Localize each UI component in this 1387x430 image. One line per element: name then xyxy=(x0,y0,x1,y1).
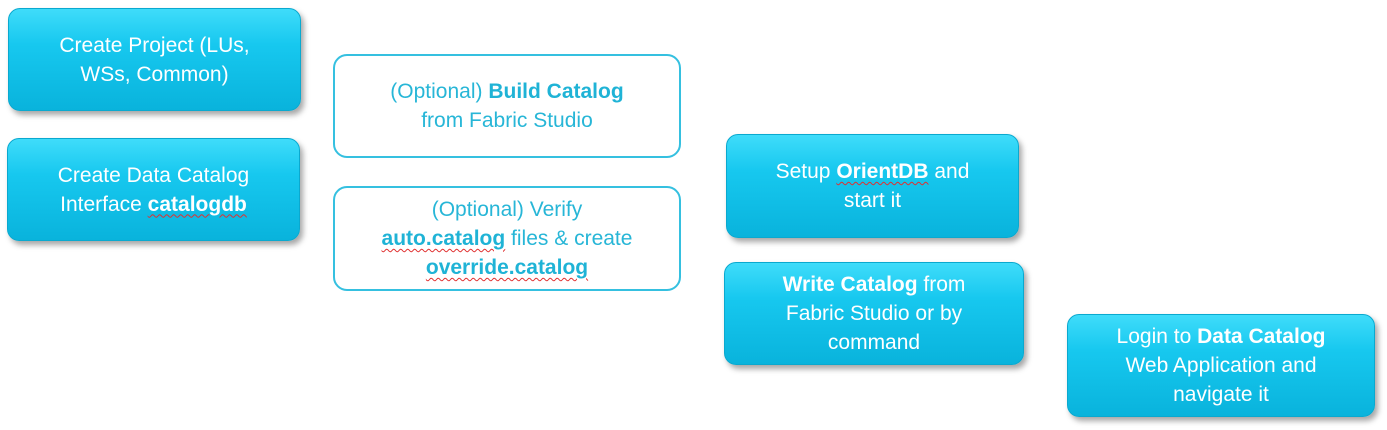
create-interface-step: Create Data Catalog Interface catalogdb xyxy=(7,138,300,241)
catalogdb-interface-name: catalogdb xyxy=(147,192,247,216)
setup-orientdb-line1: Setup OrientDB and xyxy=(776,157,970,186)
build-catalog-optional-prefix: (Optional) xyxy=(390,80,489,103)
setup-orientdb-tail: and xyxy=(928,160,970,183)
login-step: Login to Data Catalog Web Application an… xyxy=(1067,314,1375,417)
write-catalog-line1: Write Catalog from xyxy=(783,270,966,299)
build-catalog-text: (Optional) Build Catalog from Fabric Stu… xyxy=(390,77,623,135)
write-catalog-line2: Fabric Studio or by xyxy=(785,302,963,325)
build-catalog-line1: (Optional) Build Catalog xyxy=(390,77,623,106)
build-catalog-step: (Optional) Build Catalog from Fabric Stu… xyxy=(333,54,681,158)
override-catalog-filename: override.catalog xyxy=(425,256,589,279)
login-line1: Login to Data Catalog xyxy=(1117,322,1326,351)
verify-files-text: (Optional) Verify auto.catalog files & c… xyxy=(382,195,633,282)
data-catalog-name: Data Catalog xyxy=(1197,325,1326,348)
verify-files-line2-suffix: files & create xyxy=(505,227,633,250)
auto-catalog-filename: auto.catalog xyxy=(381,227,506,250)
login-line2: Web Application and xyxy=(1125,354,1317,377)
create-interface-line2-prefix: Interface xyxy=(60,192,148,216)
setup-orientdb-step: Setup OrientDB and start it xyxy=(726,134,1019,238)
create-project-text: Create Project (LUs, WSs, Common) xyxy=(59,31,249,89)
setup-orientdb-prefix: Setup xyxy=(775,160,837,183)
create-project-line1: Create Project (LUs, xyxy=(59,33,250,57)
write-catalog-step: Write Catalog from Fabric Studio or by c… xyxy=(724,262,1024,365)
setup-orientdb-line2: start it xyxy=(843,189,902,212)
create-project-line2: WSs, Common) xyxy=(80,62,229,86)
verify-files-line1: (Optional) Verify xyxy=(431,198,583,221)
setup-orientdb-text: Setup OrientDB and start it xyxy=(776,157,970,215)
login-line3: navigate it xyxy=(1173,383,1269,406)
verify-files-line2: auto.catalog files & create xyxy=(382,224,633,253)
write-catalog-text: Write Catalog from Fabric Studio or by c… xyxy=(783,270,966,357)
create-project-step: Create Project (LUs, WSs, Common) xyxy=(8,8,301,111)
write-catalog-line3: command xyxy=(827,331,921,354)
build-catalog-action: Build Catalog xyxy=(488,80,624,103)
login-text: Login to Data Catalog Web Application an… xyxy=(1117,322,1326,409)
write-catalog-line1-suffix: from xyxy=(917,273,966,296)
login-prefix: Login to xyxy=(1116,325,1198,348)
create-interface-text: Create Data Catalog Interface catalogdb xyxy=(58,161,249,219)
verify-files-step: (Optional) Verify auto.catalog files & c… xyxy=(333,186,681,291)
write-catalog-action: Write Catalog xyxy=(782,273,918,296)
create-interface-line2: Interface catalogdb xyxy=(58,190,249,219)
create-interface-line1: Create Data Catalog xyxy=(57,163,250,187)
orientdb-name: OrientDB xyxy=(836,160,929,183)
build-catalog-line2: from Fabric Studio xyxy=(421,109,593,132)
